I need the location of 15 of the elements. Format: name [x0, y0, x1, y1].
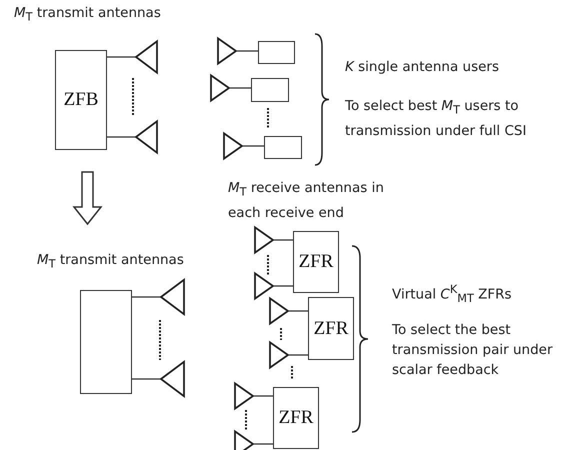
- group-caption: Virtual C$^{K}$$_{MT}$ ZFRs: [392, 282, 513, 308]
- group-caption: K single antenna users: [345, 58, 500, 77]
- note-text: To select the best transmission pair under scalar feedback: [392, 321, 554, 380]
- antenna-caption: M$_{T}$ receive antennas in each receive end: [228, 179, 385, 223]
- note-text: To select best M$_{T}$ users to transmission under full CSI: [345, 97, 528, 141]
- user-terminal: [264, 136, 302, 159]
- receiver-block: ZFR: [293, 231, 339, 293]
- receiver-block: ZFR: [273, 387, 319, 449]
- user-terminal: [258, 41, 295, 64]
- beamformer-block: ZFB: [55, 50, 107, 150]
- user-terminal: [251, 78, 289, 102]
- antenna-caption: M$_{T}$ transmit antennas: [37, 251, 185, 273]
- antenna-caption: M$_{T}$ transmit antennas: [14, 4, 162, 26]
- transmitter-block: [80, 290, 132, 394]
- receiver-block: ZFR: [308, 297, 354, 360]
